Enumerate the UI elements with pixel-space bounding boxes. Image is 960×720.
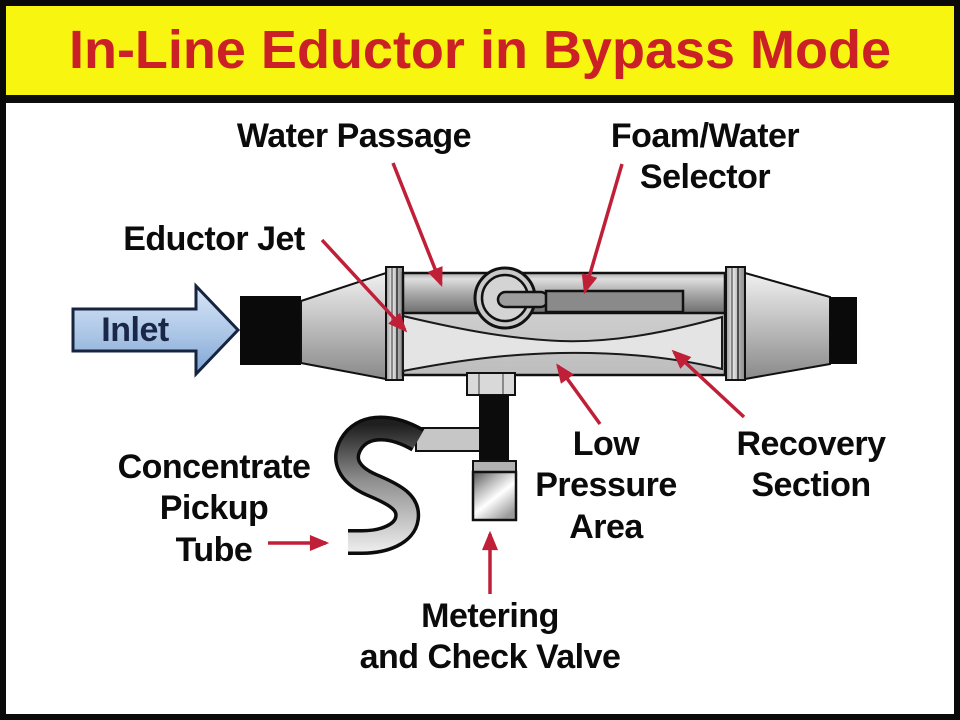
pointer-eductor-jet xyxy=(320,238,408,333)
discharge-coupling xyxy=(830,297,857,364)
pickup-port-nut xyxy=(466,372,516,396)
concentrate-pickup-tube-label: Concentrate Pickup Tube xyxy=(117,448,311,569)
pointer-low-pressure-area xyxy=(556,363,602,426)
low-pressure-area-label: Low Pressure Area xyxy=(535,425,677,546)
inlet-coupling xyxy=(240,296,301,365)
foam-water-selector-slot xyxy=(544,289,685,314)
concentrate-pickup-tube xyxy=(334,415,425,555)
page-title: In-Line Eductor in Bypass Mode xyxy=(68,19,892,80)
pointer-recovery-section xyxy=(671,349,746,419)
title-banner: In-Line Eductor in Bypass Mode xyxy=(0,0,960,103)
right-flange xyxy=(725,266,746,381)
pointer-foam-water-selector xyxy=(581,163,624,295)
pickup-pipe xyxy=(479,395,509,463)
foam-water-selector-dial xyxy=(473,266,550,330)
venturi-channel xyxy=(402,314,723,373)
eductor-jet-label: Eductor Jet xyxy=(123,220,305,258)
foam-water-selector-label: Foam/Water Selector xyxy=(610,117,800,197)
discharge-cone xyxy=(744,271,831,381)
inlet-flow-arrow xyxy=(71,282,241,378)
metering-check-valve-body xyxy=(471,470,518,522)
pointer-water-passage xyxy=(391,162,443,287)
water-passage-label: Water Passage xyxy=(236,117,472,155)
metering-check-valve-label: Metering and Check Valve xyxy=(359,597,621,677)
inlet-cone xyxy=(300,271,387,381)
inlet-label: Inlet xyxy=(101,310,169,349)
recovery-section-label: Recovery Section xyxy=(736,425,886,505)
